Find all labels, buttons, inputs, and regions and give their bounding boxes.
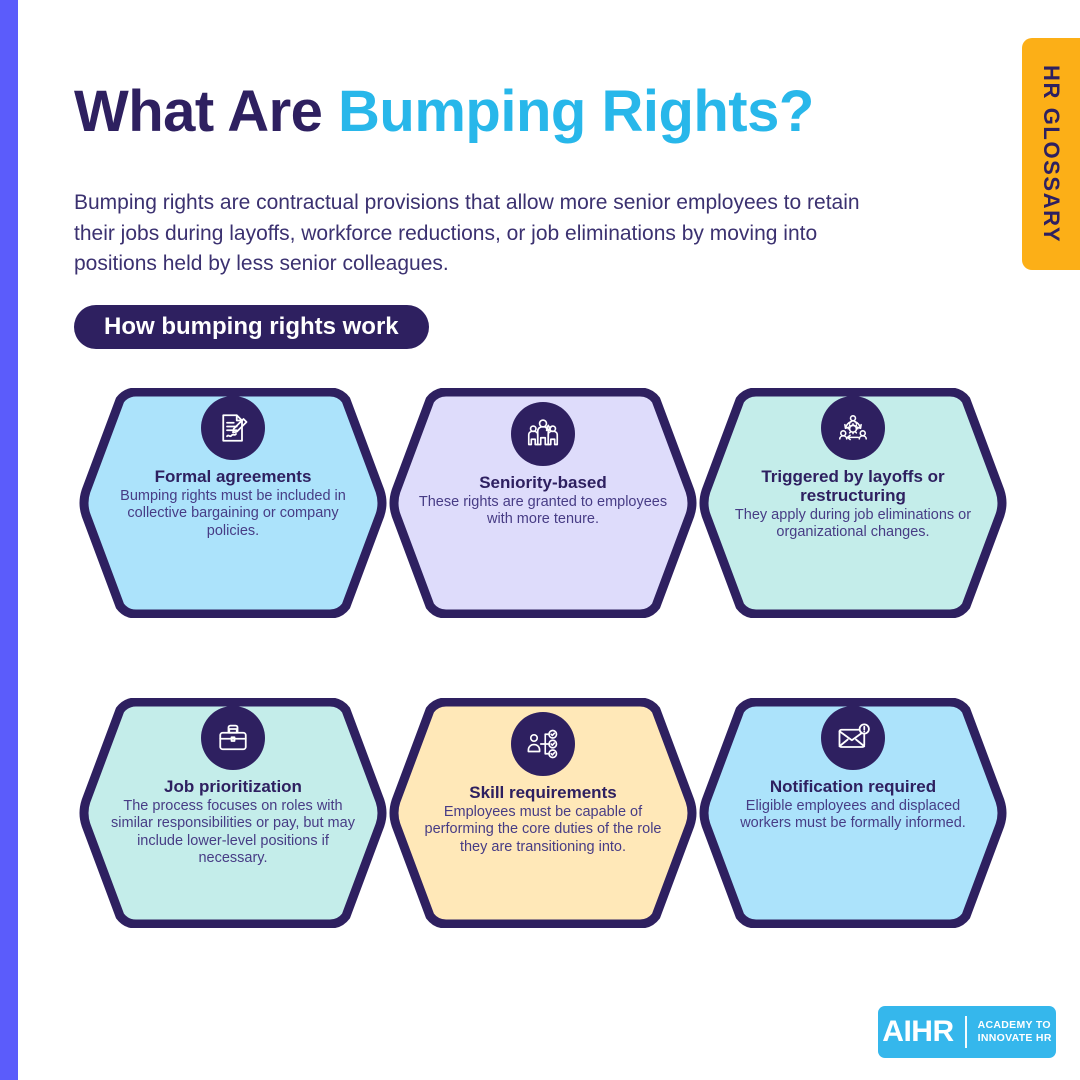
left-edge-stripe xyxy=(0,0,18,1080)
hexagon-description: Employees must be capable of performing … xyxy=(424,804,662,855)
aihr-logo-divider xyxy=(964,1016,967,1048)
page-title: What Are Bumping Rights? xyxy=(74,79,814,144)
people-group-icon xyxy=(511,402,575,466)
hexagon-description: The process focuses on roles with simila… xyxy=(111,798,355,867)
page-title-highlight: Bumping Rights? xyxy=(338,79,814,144)
hexagon-title: Triggered by layoffs or restructuring xyxy=(761,467,945,506)
intro-paragraph: Bumping rights are contractual provision… xyxy=(74,191,860,276)
aihr-tagline-line1: ACADEMY TO xyxy=(977,1019,1051,1032)
person-checklist-icon xyxy=(511,712,575,776)
hr-glossary-tab-label: HR GLOSSARY xyxy=(1039,64,1064,244)
page-title-plain: What Are xyxy=(74,79,339,144)
aihr-logo-tagline: ACADEMY TO INNOVATE HR xyxy=(978,1019,1052,1045)
envelope-alert-icon xyxy=(821,706,885,770)
hexagon-title: Job prioritization xyxy=(164,777,302,796)
hexagon-description: Eligible employees and displaced workers… xyxy=(740,798,966,832)
section-heading-label: How bumping rights work xyxy=(104,313,399,340)
hr-glossary-tab: HR GLOSSARY xyxy=(1022,38,1080,270)
aihr-logo: AIHR ACADEMY TO INNOVATE HR xyxy=(878,1006,1056,1058)
document-signature-icon xyxy=(201,396,265,460)
restructuring-cycle-icon xyxy=(821,396,885,460)
aihr-tagline-line2: INNOVATE HR xyxy=(977,1032,1052,1044)
hexagon-title: Skill requirements xyxy=(469,783,617,802)
hexagon-title: Notification required xyxy=(769,777,937,796)
hexagon-description: These rights are granted to employees wi… xyxy=(418,494,668,528)
briefcase-icon xyxy=(201,706,265,770)
hexagon-description: Bumping rights must be included in colle… xyxy=(120,488,346,539)
hexagon-description: They apply during job eliminations or or… xyxy=(734,507,972,541)
section-heading-pill: How bumping rights work xyxy=(74,305,429,349)
aihr-logo-mark: AIHR xyxy=(882,1015,954,1048)
hexagon-title: Seniority-based xyxy=(479,473,607,492)
hexagon-title: Formal agreements xyxy=(154,467,312,486)
